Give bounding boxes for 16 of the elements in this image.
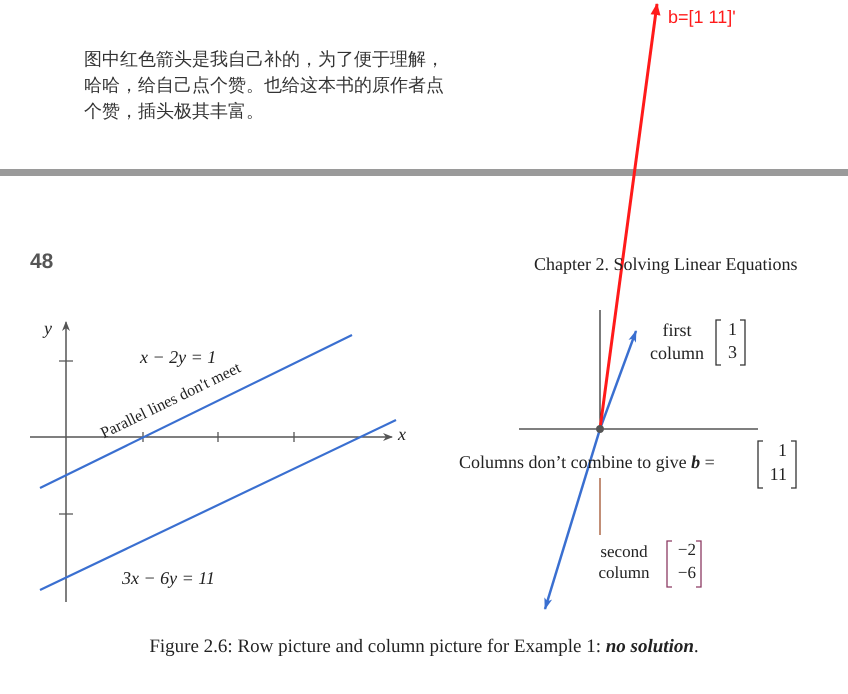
matrix-entry: −6	[676, 563, 696, 583]
matrix-entry: −2	[676, 540, 696, 560]
axis-label: x	[398, 424, 406, 445]
vector-caption: second column	[598, 541, 650, 583]
matrix-entry: 1	[777, 440, 787, 461]
equation-label: 3x − 6y = 11	[122, 568, 215, 589]
vector-label: b=[1 11]'	[668, 7, 736, 28]
matrix-entry: 11	[768, 464, 787, 485]
figure-caption: Figure 2.6: Row picture and column picture for Example 1: no solution.	[148, 636, 700, 658]
vector-caption: first column	[649, 319, 705, 365]
note-paragraph: 图中红色箭头是我自己补的，为了便于理解，哈哈，给自己点个赞。也给这本书的原作者点个赞，插头极其丰富。	[84, 48, 445, 124]
matrix-entry: 1	[727, 319, 737, 340]
page-number: 48	[30, 250, 54, 274]
axis-label: y	[44, 318, 52, 339]
equation-label: x − 2y = 1	[140, 347, 216, 367]
matrix-entry: 3	[727, 342, 737, 363]
